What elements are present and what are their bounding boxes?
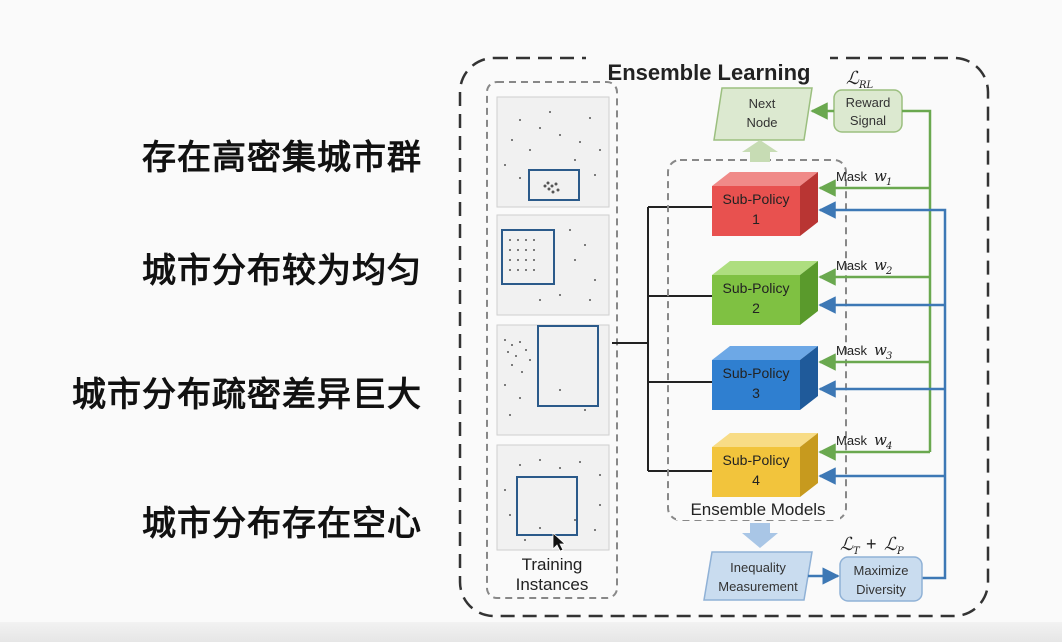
training-instances-label-line2: Instances	[516, 575, 589, 594]
up-arrow-icon	[742, 140, 778, 162]
training-instances-border	[486, 81, 618, 599]
svg-text:Mask: Mask	[836, 258, 868, 273]
svg-text:P: P	[896, 546, 904, 557]
next-node-line2: Node	[746, 115, 777, 130]
svg-text:w: w	[874, 256, 887, 274]
mask-label-2: Mask w 2	[836, 256, 892, 277]
sub-policy-2-name: Sub-Policy	[723, 280, 790, 296]
diversity-feedback-lines	[818, 201, 947, 580]
training-instances-label-line1: Training	[522, 555, 583, 574]
video-bottom-strip	[0, 622, 1062, 642]
maximize-diversity-line1: Maximize	[854, 563, 909, 578]
left-label-uniform: 城市分布较为均匀	[142, 251, 422, 291]
loss-rl-subscript: RL	[858, 80, 874, 91]
training-instance-2	[496, 214, 610, 316]
sub-policy-1-name: Sub-Policy	[723, 191, 790, 207]
reward-signal-line1: Reward	[846, 95, 891, 110]
sub-policy-1-block: Sub-Policy 1	[712, 172, 818, 236]
mask-feedback-lines	[818, 109, 932, 461]
diagram-title: Ensemble Learning	[608, 60, 811, 85]
next-node-box	[713, 87, 813, 141]
inequality-line2: Measurement	[718, 579, 798, 594]
inequality-measurement-box	[703, 551, 813, 601]
sub-policy-1-index: 1	[752, 211, 760, 227]
svg-text:w: w	[874, 167, 887, 185]
svg-text:T: T	[853, 546, 861, 557]
svg-text:3: 3	[886, 351, 892, 362]
sub-policy-3-index: 3	[752, 385, 760, 401]
mask-label-1: Mask w 1	[836, 167, 892, 188]
mouse-cursor-icon	[552, 532, 567, 552]
sub-policy-4-block: Sub-Policy 4	[712, 433, 818, 497]
left-label-density-variance: 城市分布疏密差异巨大	[72, 375, 422, 415]
title-background	[586, 56, 830, 90]
mask-label-4: Mask w 4	[836, 431, 892, 452]
maximize-diversity-box	[839, 556, 923, 602]
svg-text:w: w	[874, 341, 887, 359]
svg-text:w: w	[874, 431, 887, 449]
inequality-line1: Inequality	[730, 560, 786, 575]
ensemble-models-label: Ensemble Models	[690, 500, 825, 519]
loss-rl-symbol: ℒ	[846, 68, 860, 89]
training-instance-3	[496, 324, 610, 436]
ensemble-models-label-bg	[676, 498, 840, 520]
loss-tp-formula: ℒ T + ℒ P	[840, 534, 904, 557]
down-arrow-icon	[742, 523, 778, 548]
sub-policy-4-index: 4	[752, 472, 760, 488]
sub-policy-3-block: Sub-Policy 3	[712, 346, 818, 410]
svg-text:+: +	[866, 534, 877, 554]
svg-text:Mask: Mask	[836, 169, 868, 184]
svg-text:ℒ: ℒ	[884, 534, 898, 555]
reward-signal-line2: Signal	[850, 113, 886, 128]
sub-policy-3-name: Sub-Policy	[723, 365, 790, 381]
svg-text:4: 4	[885, 441, 892, 452]
maximize-diversity-line2: Diversity	[856, 582, 906, 597]
left-label-dense-cluster: 存在高密集城市群	[142, 138, 422, 178]
svg-text:2: 2	[885, 266, 892, 277]
mask-label-3: Mask w 3	[836, 341, 892, 362]
svg-text:Mask: Mask	[836, 343, 868, 358]
sub-policy-4-name: Sub-Policy	[723, 452, 790, 468]
left-label-hollow: 城市分布存在空心	[142, 504, 422, 544]
svg-text:1: 1	[886, 177, 892, 188]
svg-text:ℒ: ℒ	[840, 534, 854, 555]
instance-to-policy-connector	[612, 206, 712, 472]
training-instance-1	[496, 96, 610, 208]
sub-policy-2-block: Sub-Policy 2	[712, 261, 818, 325]
next-node-line1: Next	[749, 96, 776, 111]
sub-policy-2-index: 2	[752, 300, 760, 316]
svg-text:Mask: Mask	[836, 433, 868, 448]
training-instance-4	[496, 444, 610, 552]
